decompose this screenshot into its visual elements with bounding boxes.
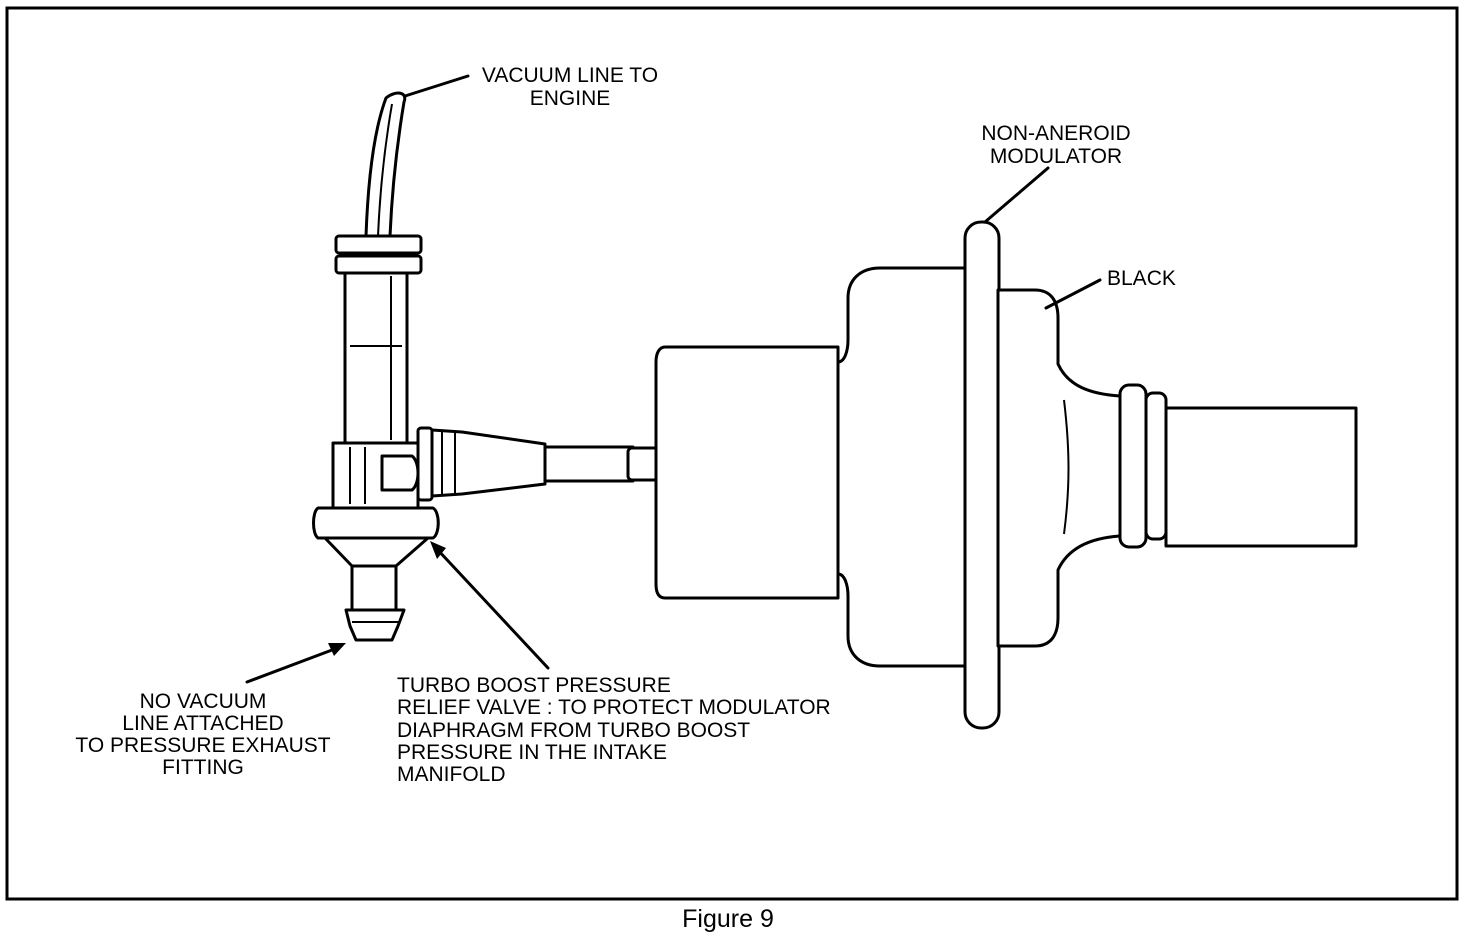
figure-caption: Figure 9 bbox=[682, 905, 774, 933]
relief-valve-line5: MANIFOLD bbox=[397, 763, 506, 786]
modulator-line1: NON-ANEROID bbox=[981, 122, 1130, 145]
no-vacuum-line3: TO PRESSURE EXHAUST bbox=[75, 734, 330, 757]
relief-valve-line1: TURBO BOOST PRESSURE bbox=[397, 674, 671, 697]
relief-valve-assembly bbox=[312, 234, 440, 642]
relief-valve-line2: RELIEF VALVE : TO PROTECT MODULATOR bbox=[397, 696, 831, 719]
relief-valve-line4: PRESSURE IN THE INTAKE bbox=[397, 741, 667, 764]
modulator-body bbox=[654, 220, 1358, 730]
vacuum-line-line2: ENGINE bbox=[530, 87, 611, 110]
label-relief-valve: TURBO BOOST PRESSURE RELIEF VALVE : TO P… bbox=[397, 674, 831, 786]
leader-lines bbox=[245, 74, 1102, 684]
vacuum-hose bbox=[364, 91, 407, 238]
label-vacuum-line: VACUUM LINE TO ENGINE bbox=[482, 64, 658, 110]
label-modulator: NON-ANEROID MODULATOR bbox=[981, 122, 1130, 168]
black-label: BLACK bbox=[1107, 267, 1176, 290]
no-vacuum-line4: FITTING bbox=[162, 756, 244, 779]
figure-frame bbox=[5, 6, 1459, 901]
label-no-vacuum: NO VACUUM LINE ATTACHED TO PRESSURE EXHA… bbox=[75, 690, 330, 779]
no-vacuum-line1: NO VACUUM bbox=[140, 690, 267, 713]
label-black: BLACK bbox=[1107, 267, 1176, 290]
relief-valve-line3: DIAPHRAGM FROM TURBO BOOST bbox=[397, 719, 750, 742]
no-vacuum-line2: LINE ATTACHED bbox=[122, 712, 283, 735]
connecting-nozzle bbox=[416, 426, 660, 502]
vacuum-line-line1: VACUUM LINE TO bbox=[482, 64, 658, 87]
modulator-line2: MODULATOR bbox=[990, 145, 1122, 168]
